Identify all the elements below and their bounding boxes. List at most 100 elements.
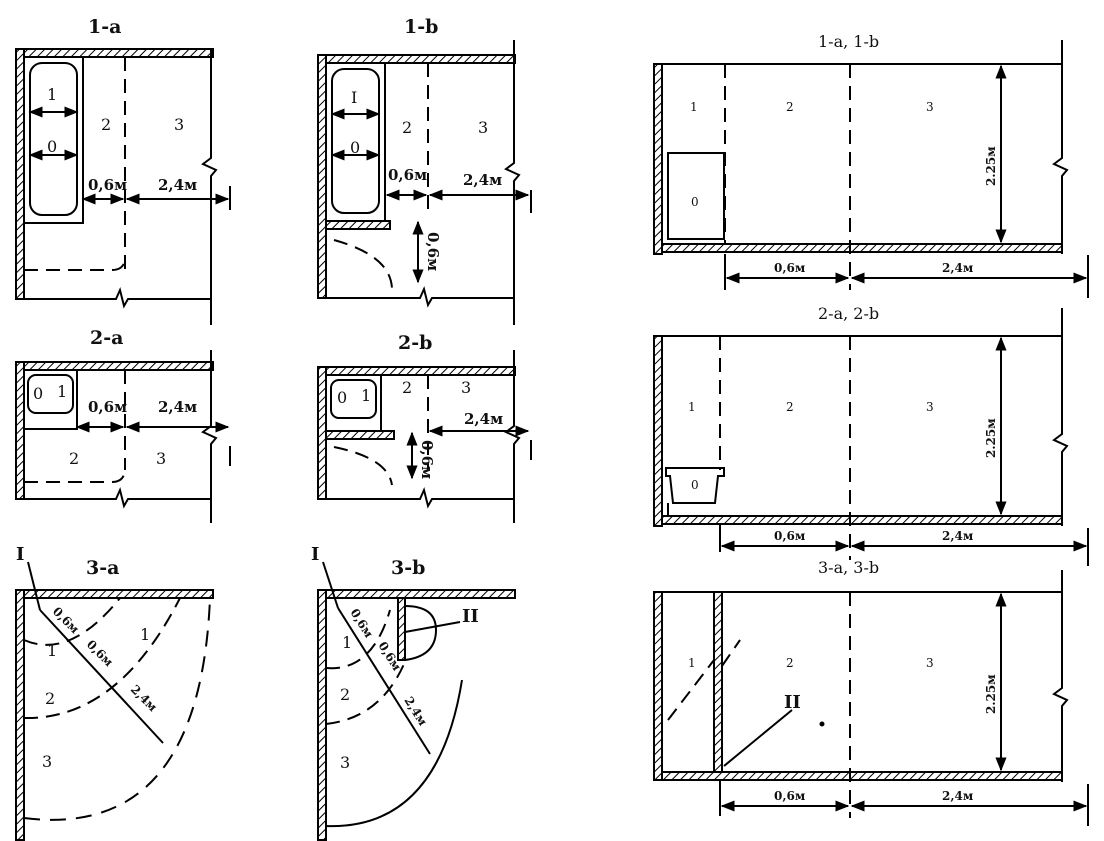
dim-label: 0,6м — [50, 604, 82, 636]
wall-left — [653, 591, 663, 781]
partition-wall — [325, 220, 391, 230]
dim-label: 0,6м — [774, 261, 806, 275]
washbasin-inner — [27, 374, 74, 414]
shower-partition — [397, 597, 406, 661]
plan-1a: 1-a 1 0 2 3 0,6м 2,4м — [15, 16, 231, 325]
washbasin — [325, 374, 382, 432]
wall-top — [15, 589, 214, 599]
floor — [661, 243, 1063, 253]
zone-arc — [325, 679, 463, 828]
door-swing — [333, 239, 393, 291]
dim-label: 0,6м — [774, 789, 806, 803]
plan-2a-title: 2-a — [90, 327, 123, 349]
shower-radius-line — [337, 607, 431, 755]
washbasin — [23, 369, 78, 430]
height-label: 2.25м — [984, 146, 998, 186]
zone-2-outline — [24, 467, 126, 483]
wall-left — [15, 48, 25, 300]
dim-label: 0,6м — [84, 637, 116, 669]
zone-label: 1 — [47, 85, 57, 104]
zone-label: 2 — [402, 118, 412, 137]
zone-label: 2 — [786, 656, 794, 670]
wall-left — [317, 54, 327, 299]
break-line — [1052, 40, 1069, 254]
leader-line — [27, 561, 41, 611]
break-line — [318, 285, 514, 308]
zone-label: 0 — [337, 388, 347, 407]
dim-label: 0,6м — [424, 232, 442, 271]
bathtub-inner — [29, 62, 78, 216]
dim-label: 2,4м — [158, 398, 197, 416]
zone-arc — [23, 597, 121, 646]
wall-left — [653, 63, 663, 255]
zone-arc — [23, 597, 181, 720]
dim-label: 2,4м — [464, 410, 503, 428]
leader-line — [322, 561, 339, 609]
dim-label: 2,4м — [158, 176, 197, 194]
plan-2b: 2-b 0 1 2 3 2,4м 0,6м — [317, 332, 532, 523]
break-line — [504, 350, 521, 523]
zone-label: 2 — [786, 100, 794, 114]
wall-left — [15, 361, 25, 500]
dim-label: 2,4м — [942, 529, 974, 543]
zone-label: 1 — [361, 386, 371, 405]
zone-label: 1 — [688, 400, 696, 414]
washbasin-section — [665, 467, 725, 504]
plan-1a-title: 1-a — [88, 16, 121, 38]
dim-label: 0,6м — [774, 529, 806, 543]
marker-label: I — [311, 544, 319, 565]
marker-label: I — [16, 544, 24, 565]
section-2: 2-a, 2-b 1 2 3 0 2.25м 0,6м 2,4м — [653, 304, 1089, 566]
zone-label: 1 — [688, 656, 696, 670]
zone-label: 1 — [690, 100, 698, 114]
section-1: 1-a, 1-b 1 2 3 0 2.25м 0,6м 2,4м — [653, 32, 1089, 298]
zone-label: 2 — [45, 689, 55, 708]
wall-top — [15, 361, 214, 371]
dot — [819, 721, 825, 727]
section-3-title: 3-a, 3-b — [818, 558, 879, 577]
dim-label: 0,6м — [88, 176, 127, 194]
zone-label: 3 — [156, 449, 166, 468]
zone-label: 2 — [340, 685, 350, 704]
wall-top — [15, 48, 214, 58]
break-line — [16, 286, 211, 309]
break-line — [201, 350, 218, 523]
washbasin-inner — [330, 379, 377, 419]
zone-arc — [325, 609, 391, 670]
plan-1b: 1-b I 0 2 3 0,6м 2,4м 0,6м — [317, 16, 532, 325]
zone-label: 3 — [478, 118, 488, 137]
plan-2a: 2-a 0 1 2 3 0,6м 2,4м — [15, 327, 231, 523]
shower-partition — [713, 591, 723, 773]
bathtub — [23, 56, 84, 224]
floor — [661, 515, 1063, 525]
break-line — [318, 486, 514, 509]
plan-3b-title: 3-b — [391, 557, 425, 579]
zone-label: 0 — [33, 384, 43, 403]
wall-left — [317, 366, 327, 500]
wall-left — [317, 589, 327, 841]
zone-label: 2 — [786, 400, 794, 414]
bathtub-inner — [331, 68, 380, 214]
section-1-title: 1-a, 1-b — [818, 32, 879, 51]
zone-arc — [721, 639, 741, 667]
zone-label: 0 — [691, 478, 699, 492]
break-line — [201, 49, 218, 325]
plan-2b-title: 2-b — [398, 332, 432, 354]
shower-radius-line — [39, 609, 164, 744]
marker-label: II — [784, 692, 801, 713]
dim-label: 2,4м — [463, 171, 502, 189]
section-3: 3-a, 3-b 1 2 3 II 2.25м 0,6м 2,4м — [653, 558, 1089, 826]
zone-label: 2 — [69, 449, 79, 468]
zone-arc — [325, 663, 405, 725]
dim-label: 2,4м — [401, 694, 430, 728]
dim-label: 2,4м — [942, 789, 974, 803]
wall-top — [317, 54, 516, 64]
dim-label: 0,6м — [88, 398, 127, 416]
zone-label: 3 — [926, 656, 934, 670]
zone-label: 3 — [926, 100, 934, 114]
dim-label: 0,6м — [418, 440, 436, 479]
zone-label: 0 — [47, 137, 57, 156]
zone-label: 2 — [101, 115, 111, 134]
wall-top — [317, 589, 516, 599]
